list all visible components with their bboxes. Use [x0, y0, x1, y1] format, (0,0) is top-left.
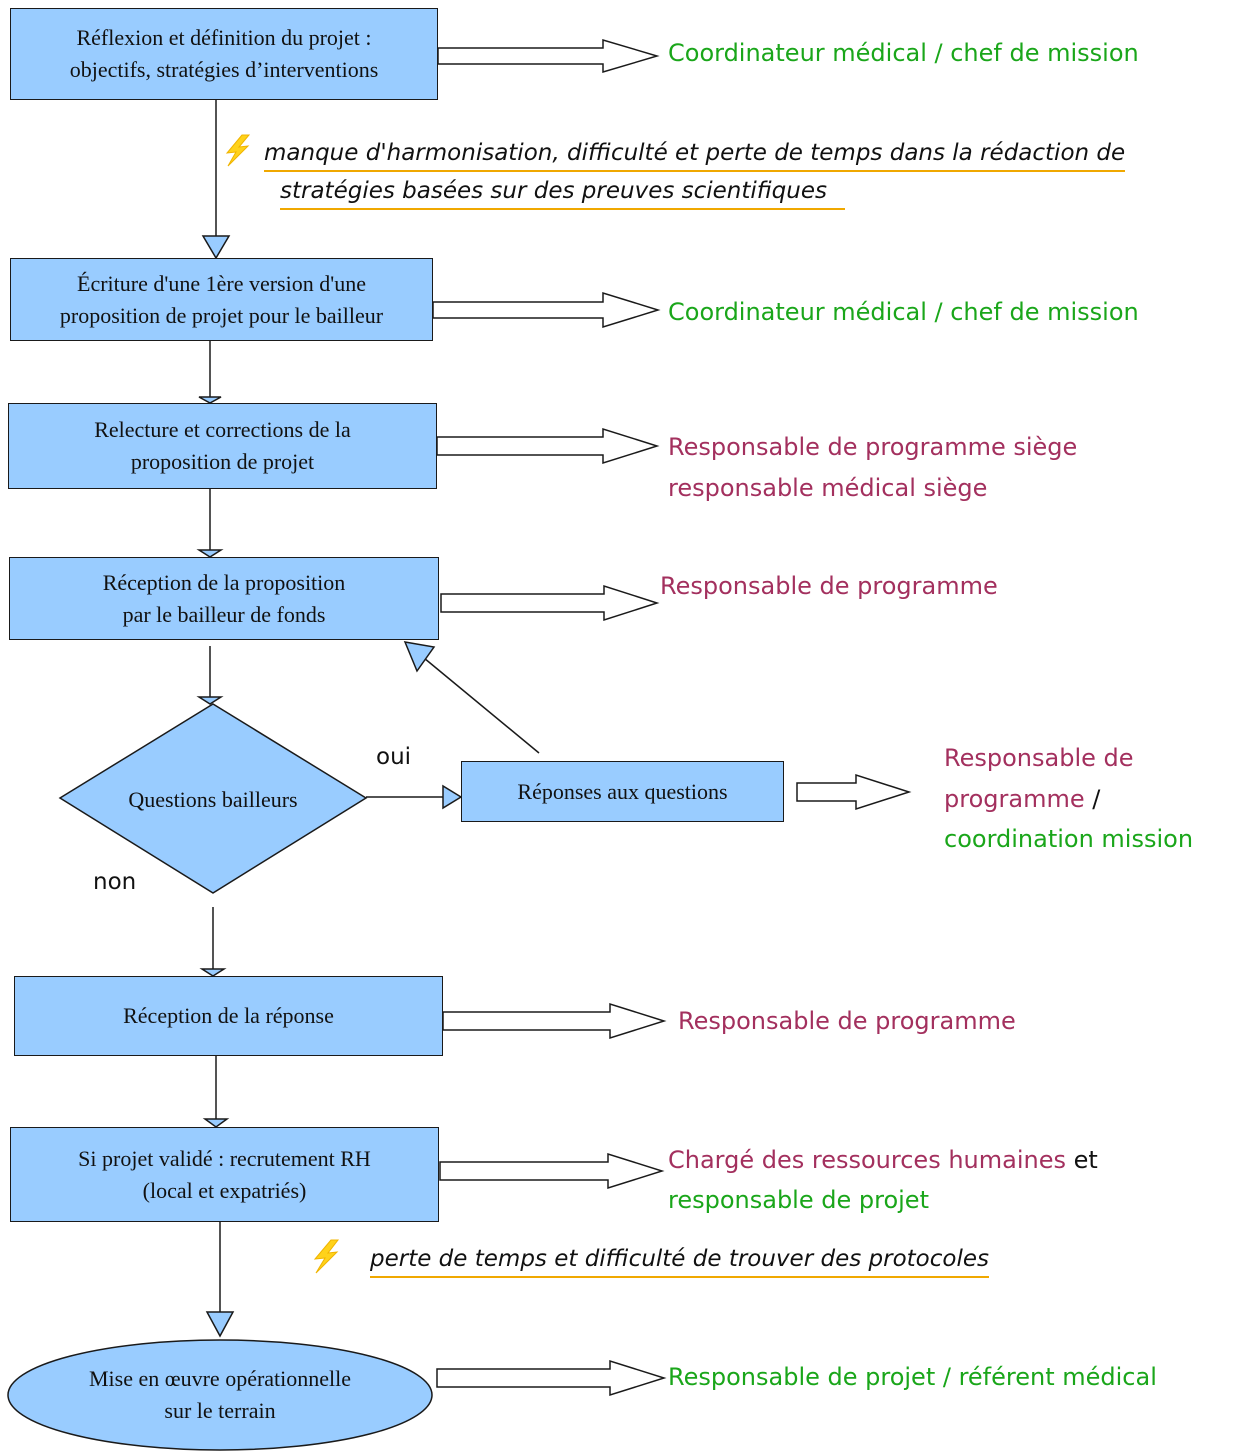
- terminal-label: Mise en œuvre opérationnelle sur le terr…: [30, 1363, 410, 1427]
- answers-label: Réponses aux questions: [517, 778, 728, 804]
- step-text-line2: proposition de projet pour le bailleur: [59, 302, 384, 328]
- actor-label-1: Coordinateur médical / chef de mission: [668, 39, 1139, 67]
- step-donor-reception: Réception de la proposition par le baill…: [9, 557, 439, 640]
- actor-arrow-3: [436, 427, 660, 465]
- actor-label-5b-separator: /: [1084, 785, 1101, 813]
- step-text-line1: Réception de la proposition: [102, 569, 346, 595]
- step-text-line1: Si projet validé : recrutement RH: [78, 1145, 371, 1171]
- step-review: Relecture et corrections de la propositi…: [8, 403, 437, 489]
- step-answers: Réponses aux questions: [461, 761, 784, 822]
- issue-note-1-line1: manque d'harmonisation, difficulté et pe…: [264, 136, 1126, 172]
- step-project-definition: Réflexion et définition du projet : obje…: [10, 8, 438, 100]
- actor-arrow-7: [439, 1152, 665, 1190]
- terminal-ellipse: [7, 1339, 433, 1451]
- step-text-line2: proposition de projet: [130, 449, 315, 474]
- actor-label-8: Responsable de projet / référent médical: [668, 1363, 1157, 1391]
- actor-label-5b: programme /: [944, 779, 1100, 819]
- step-text-line1: Relecture et corrections de la: [94, 417, 351, 442]
- actor-arrow-1: [437, 38, 660, 74]
- issue-note-1-line2: stratégies basées sur des preuves scient…: [280, 174, 845, 210]
- decision-label: Questions bailleurs: [128, 787, 298, 812]
- decision-diamond: [58, 703, 368, 894]
- actor-label-3a: Responsable de programme siège: [668, 433, 1078, 461]
- actor-label-5c: coordination mission: [944, 825, 1194, 853]
- step-text-line1: Réflexion et définition du projet :: [76, 25, 372, 50]
- actor-label-7a: Chargé des ressources humaines et: [668, 1140, 1098, 1180]
- actor-label-3b: responsable médical siège: [668, 474, 988, 502]
- actor-label-5b-role: programme: [944, 785, 1085, 813]
- actor-label-5a: Responsable de: [944, 744, 1134, 772]
- actor-label-6: Responsable de programme: [678, 1007, 1016, 1035]
- actor-label-4: Responsable de programme: [660, 572, 998, 600]
- actor-label-2: Coordinateur médical / chef de mission: [668, 298, 1139, 326]
- lightning-bolt-icon: [225, 134, 251, 167]
- step-text: Réception de la réponse: [123, 1003, 334, 1028]
- actor-arrow-8: [436, 1359, 667, 1397]
- lightning-bolt-icon: [313, 1239, 340, 1274]
- step-text-line1: Écriture d'une 1ère version d'une: [77, 270, 366, 296]
- step-hr-recruitment: Si projet validé : recrutement RH (local…: [10, 1127, 439, 1222]
- actor-arrow-4: [440, 584, 660, 622]
- step-text-line2: objectifs, stratégies d’interventions: [69, 57, 379, 82]
- step-response-reception: Réception de la réponse: [14, 976, 443, 1056]
- decision-no-label: non: [93, 869, 137, 895]
- step-text-line2: par le bailleur de fonds: [122, 601, 326, 627]
- actor-arrow-5: [796, 773, 912, 811]
- decision-yes-label: oui: [376, 744, 412, 770]
- step-text-line2: (local et expatriés): [142, 1177, 307, 1203]
- issue-note-2: perte de temps et difficulté de trouver …: [370, 1242, 989, 1278]
- actor-label-7b: responsable de projet: [668, 1186, 929, 1214]
- actor-label-7a-conjunction: et: [1065, 1146, 1098, 1174]
- terminal-text-line1: Mise en œuvre opérationnelle: [88, 1366, 352, 1391]
- terminal-text-line2: sur le terrain: [164, 1398, 276, 1423]
- actor-arrow-6: [442, 1002, 667, 1040]
- actor-label-7a-role: Chargé des ressources humaines: [668, 1146, 1066, 1174]
- step-first-draft: Écriture d'une 1ère version d'une propos…: [10, 258, 433, 341]
- actor-arrow-2: [432, 291, 661, 329]
